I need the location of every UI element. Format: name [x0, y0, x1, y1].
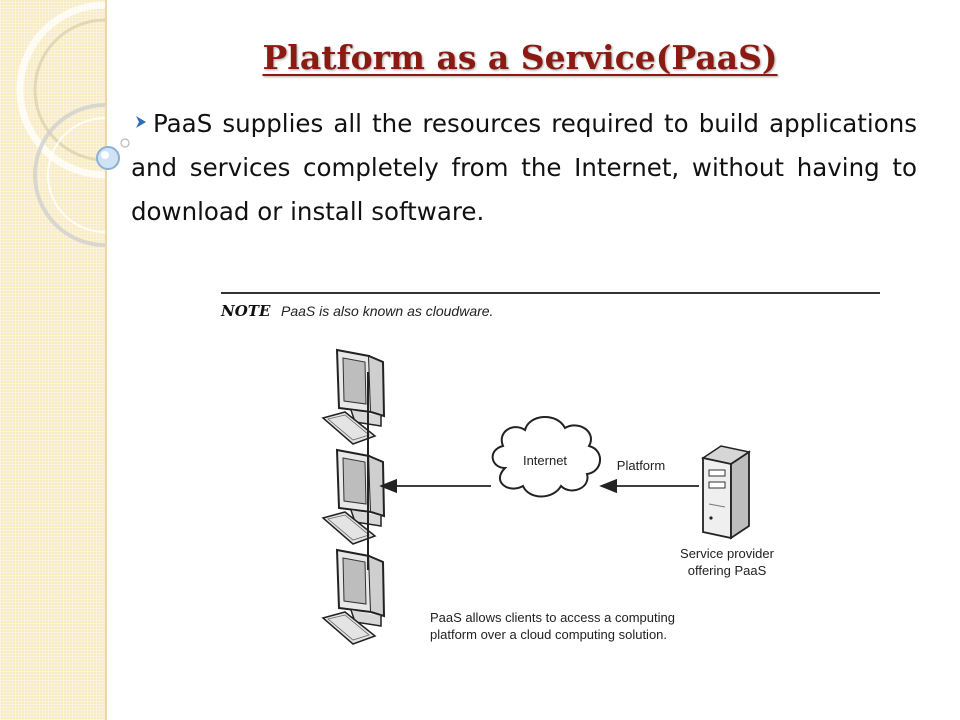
paas-diagram-svg: NOTE PaaS is also known as cloudware. In… [220, 292, 880, 645]
caption-line1: PaaS allows clients to access a computin… [430, 610, 675, 625]
client-computer-icon [322, 349, 385, 445]
decorative-circles [16, 1, 130, 247]
slide-title: Platform as a Service(PaaS) [262, 38, 778, 77]
note-text: PaaS is also known as cloudware. [281, 303, 493, 319]
internet-label: Internet [523, 453, 567, 468]
client-computer-icon [322, 449, 385, 545]
caption-line2: platform over a cloud computing solution… [430, 627, 667, 642]
paas-diagram: NOTE PaaS is also known as cloudware. In… [215, 282, 885, 662]
provider-label-line2: offering PaaS [688, 563, 767, 578]
cloud-icon [491, 416, 601, 498]
client-computer-icon [322, 549, 385, 645]
bullet-arrow-icon [136, 116, 146, 128]
server-icon [701, 445, 751, 540]
platform-label: Platform [617, 458, 665, 473]
provider-label-line1: Service provider [680, 546, 775, 561]
bullet-text: PaaS supplies all the resources required… [131, 109, 917, 226]
note-label: NOTE [220, 302, 271, 320]
